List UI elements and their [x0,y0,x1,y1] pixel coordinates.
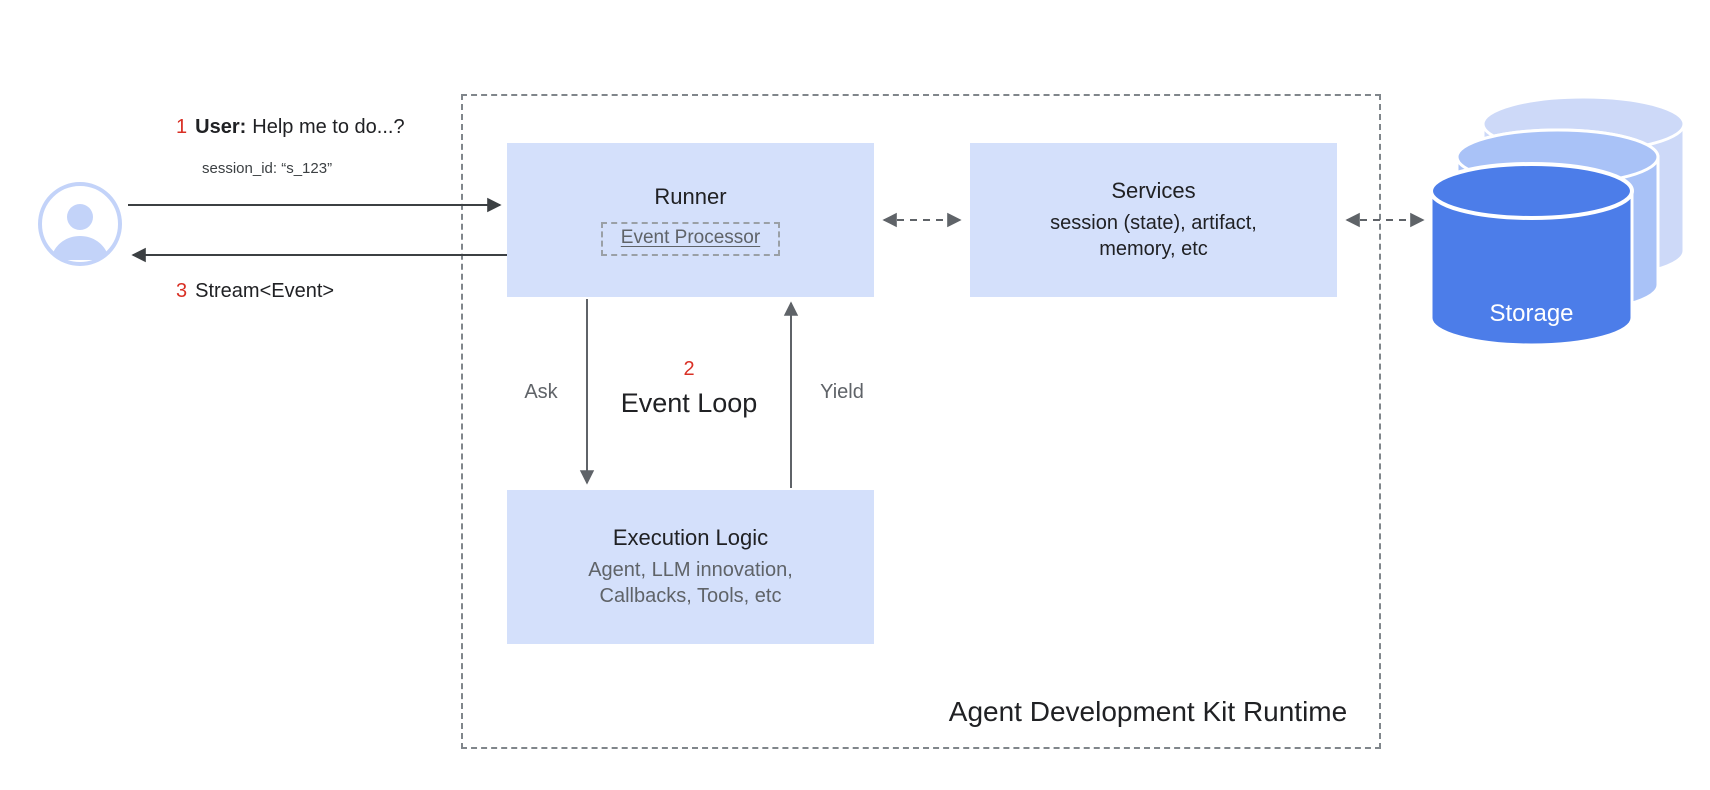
session-id-label: session_id: “s_123” [202,160,333,177]
event-processor-box: Event Processor [600,222,781,256]
storage-node: Storage [1428,90,1694,357]
step1-text: Help me to do...? [252,116,405,138]
execution-logic-title: Execution Logic [612,524,769,550]
services-box: Services session (state), artifact, memo… [970,143,1337,297]
runner-title: Runner [654,184,727,209]
yield-label: Yield [820,381,864,403]
step3-stream-event: 3 Stream<Event> [176,280,334,303]
adk-runtime-boundary [461,94,1381,749]
step3-number: 3 [176,280,188,302]
ask-label: Ask [524,381,558,403]
execution-logic-box: Execution Logic Agent, LLM innovation, C… [507,490,874,644]
step1-user-message: 1 User:Help me to do...? [176,116,405,139]
runner-box: Runner Event Processor [507,143,874,297]
database-cylinder-icon: Storage [1429,95,1686,347]
event-processor-label: Event Processor [620,227,761,248]
services-title: Services [1111,177,1196,203]
execution-logic-subtitle-line2: Callbacks, Tools, etc [599,585,782,607]
user-avatar [36,180,124,273]
services-subtitle-line2: memory, etc [1099,238,1208,260]
event-loop-number: 2 [683,358,695,380]
step1-number: 1 [176,116,188,138]
execution-logic-subtitle-line1: Agent, LLM innovation, [588,558,793,581]
storage-cylinder-front [1429,162,1634,347]
user-avatar-icon [38,182,122,266]
step3-text: Stream<Event> [195,280,335,302]
storage-label: Storage [1489,300,1573,327]
services-subtitle-line1: session (state), artifact, [1050,211,1257,234]
event-loop-title: Event Loop [620,388,758,418]
adk-runtime-label: Agent Development Kit Runtime [948,696,1348,727]
step1-user-label: User: [195,116,247,138]
